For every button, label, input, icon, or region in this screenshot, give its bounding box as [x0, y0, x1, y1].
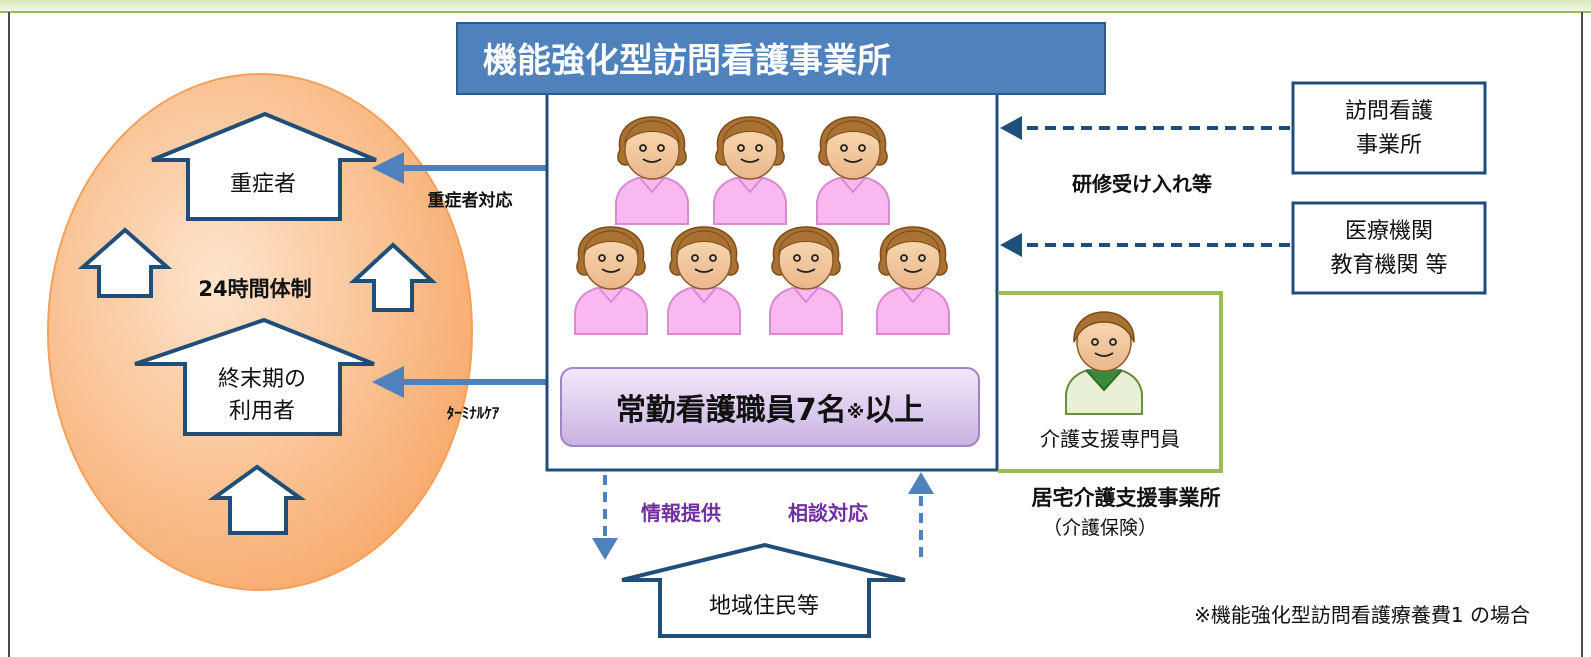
staff-requirement: 常勤看護職員7名※以上: [616, 393, 924, 428]
page-title: 機能強化型訪問看護事業所: [483, 41, 891, 81]
label-severe-support: 重症者対応: [428, 190, 513, 211]
label-care-manager: 介護支援専門員: [1040, 427, 1180, 451]
house-small-right: [348, 242, 438, 312]
house-small-left: [77, 227, 173, 298]
label-terminal-care: ﾀｰﾐﾅﾙｹｱ: [447, 404, 500, 422]
label-partner-station-2: 事業所: [1356, 133, 1422, 158]
label-partner-station-1: 訪問看護: [1345, 99, 1433, 124]
label-partner-med-1: 医療機関: [1345, 219, 1433, 244]
label-severe: 重症者: [230, 172, 296, 197]
footnote: ※機能強化型訪問看護療養費1 の場合: [1194, 603, 1530, 627]
label-training: 研修受け入れ等: [1072, 172, 1212, 196]
care-manager-icon: [1065, 311, 1143, 415]
label-info: 情報提供: [641, 501, 721, 525]
house-small-bottom: [207, 464, 307, 535]
label-24h: 24時間体制: [198, 277, 311, 301]
label-terminal-2: 利用者: [229, 399, 295, 424]
label-partner-med-2: 教育機関 等: [1331, 253, 1448, 278]
title-box: [456, 22, 1106, 95]
partner-station-box: [1291, 81, 1487, 175]
care-manager-frame: [998, 291, 1223, 473]
label-consult: 相談対応: [788, 501, 868, 525]
partner-medical-box: [1291, 201, 1487, 295]
house-severe: [151, 111, 377, 221]
label-community: 地域住民等: [709, 594, 819, 619]
house-community: [621, 542, 906, 638]
top-band: [0, 0, 1591, 12]
staff-requirement-box: [560, 367, 980, 447]
house-terminal: [134, 317, 375, 436]
label-terminal-1: 終末期の: [218, 367, 306, 392]
label-care-office: 居宅介護支援事業所: [1032, 486, 1221, 510]
label-care-insurance: （介護保険）: [1043, 517, 1157, 539]
